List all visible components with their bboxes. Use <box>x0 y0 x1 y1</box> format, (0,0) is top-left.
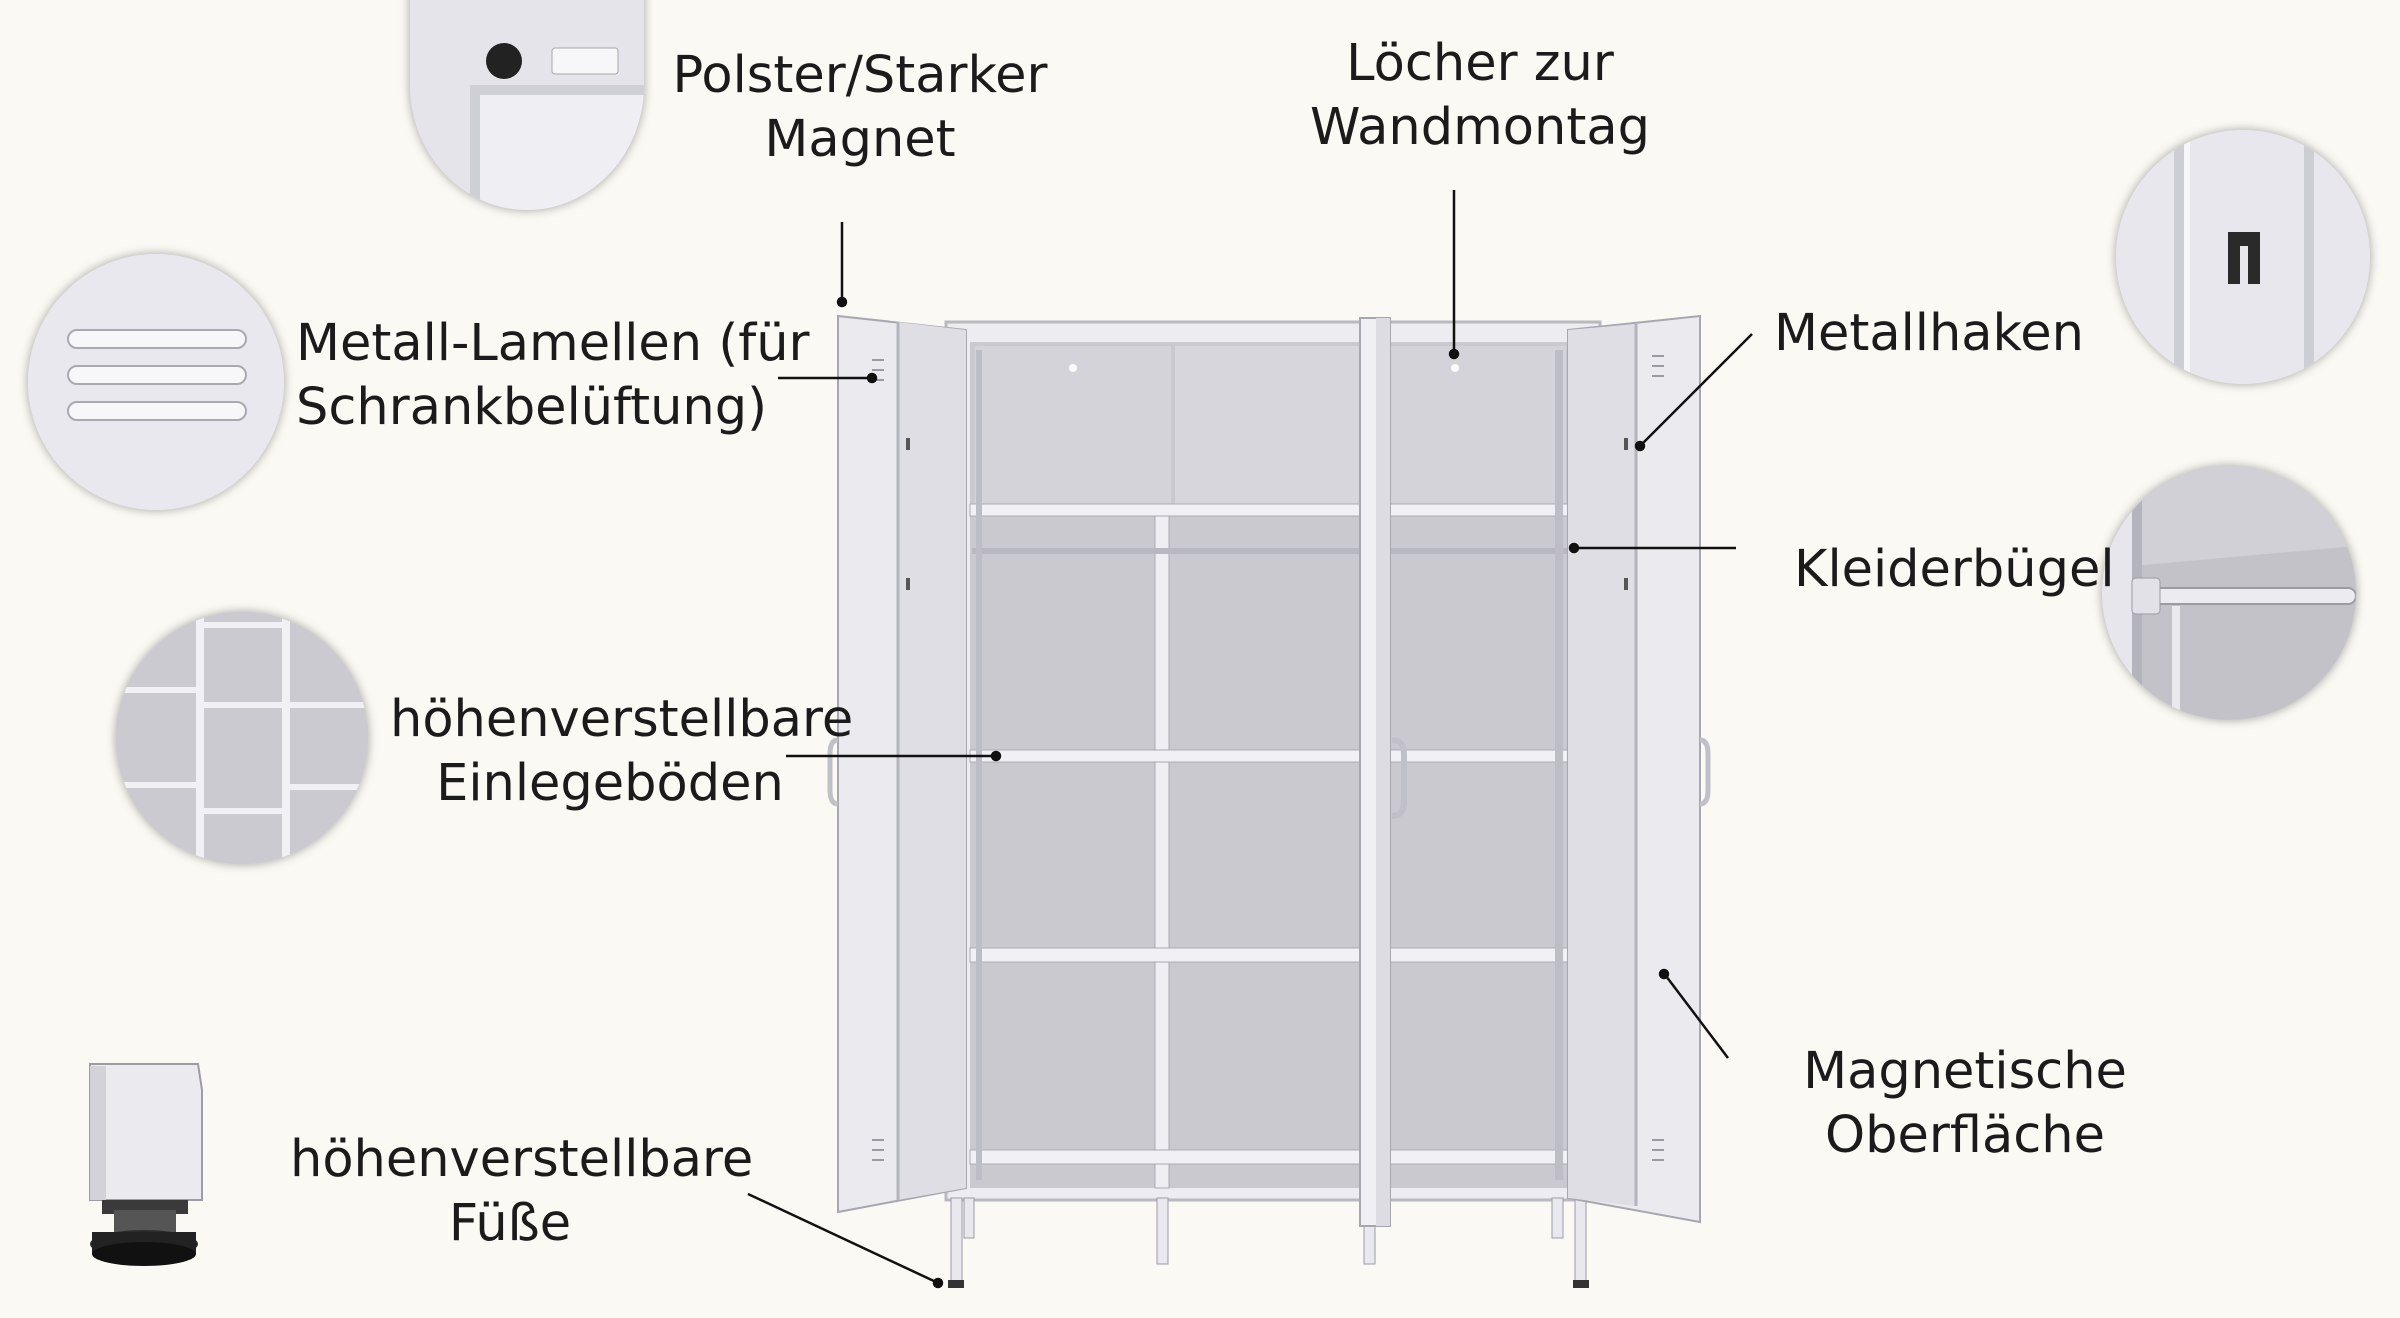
vents-label-line1: Metall-Lamellen (für <box>296 314 810 373</box>
magnet-label-line1: Polster/Starker <box>672 46 1048 105</box>
magnetic-surface-label: Magnetische Oberfläche <box>1790 1040 2140 1168</box>
wall-mount-holes-label: Löcher zur Wandmontag <box>1290 32 1670 160</box>
feet-label-line2: Füße <box>448 1194 572 1253</box>
shelves-closeup <box>116 612 368 864</box>
vent-louvers-closeup <box>28 254 284 510</box>
foot-closeup <box>80 1060 208 1272</box>
vent-louvers-label: Metall-Lamellen (für Schrankbelüftung) <box>296 312 810 440</box>
shelves-label-line2: Einlegeböden <box>436 754 784 813</box>
hook-icon <box>2116 130 2370 384</box>
magnet-label-line2: Magnet <box>764 110 956 169</box>
vent-icon <box>28 254 284 510</box>
holes-label-line2: Wandmontag <box>1310 98 1650 157</box>
adjustable-foot-icon <box>89 1063 203 1266</box>
rail-icon <box>2102 466 2356 720</box>
magnetic-label-line1: Magnetische <box>1803 1042 2127 1101</box>
metal-hooks-label: Metallhaken <box>1774 302 2094 366</box>
shelf-icon <box>116 612 368 864</box>
hanger-rail-label: Kleiderbügel <box>1794 538 2115 602</box>
hooks-label-line1: Metallhaken <box>1774 304 2084 363</box>
vents-label-line2: Schrankbelüftung) <box>296 378 768 437</box>
magnet-label: Polster/Starker Magnet <box>670 44 1050 172</box>
magnetic-label-line2: Oberfläche <box>1825 1106 2105 1165</box>
rail-label-line1: Kleiderbügel <box>1794 540 2115 599</box>
adjustable-feet-label: höhenverstellbare Füße <box>290 1128 754 1256</box>
feet-label-line1: höhenverstellbare <box>290 1130 754 1189</box>
holes-label-line1: Löcher zur <box>1346 34 1614 93</box>
shelves-label-line1: höhenverstellbare <box>390 690 854 749</box>
hanger-rail-closeup <box>2102 466 2356 720</box>
hook-closeup <box>2116 130 2370 384</box>
adjustable-shelves-label: höhenverstellbare Einlegeböden <box>390 688 854 816</box>
